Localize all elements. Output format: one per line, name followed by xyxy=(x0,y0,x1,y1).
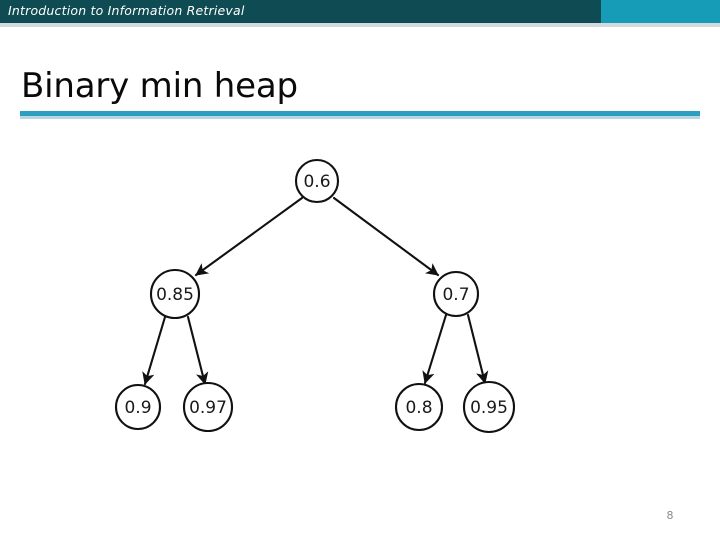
tree-node-label-l: 0.85 xyxy=(156,285,194,305)
tree-node-ll: 0.9 xyxy=(114,383,162,431)
tree-edge-root-to-l xyxy=(194,196,304,277)
tree-node-rr: 0.95 xyxy=(462,380,516,434)
course-title: Introduction to Information Retrieval xyxy=(8,3,245,18)
tree-edge-r-to-rl xyxy=(422,313,448,385)
header-banner-dark-segment xyxy=(0,0,601,23)
title-rule-shadow xyxy=(20,116,700,119)
tree-node-r: 0.7 xyxy=(432,270,480,318)
tree-node-circle-r xyxy=(432,270,480,318)
tree-edge-l-to-lr xyxy=(186,315,209,386)
tree-node-circle-root xyxy=(294,158,340,204)
tree-node-l: 0.85 xyxy=(149,268,201,320)
header-divider xyxy=(0,23,720,27)
tree-node-lr: 0.97 xyxy=(182,381,234,433)
tree-node-circle-rl xyxy=(394,382,444,432)
tree-edges xyxy=(142,196,489,386)
slide-title: Binary min heap xyxy=(21,66,298,106)
tree-edge-l-to-ll xyxy=(142,315,167,386)
tree-node-label-r: 0.7 xyxy=(442,285,469,305)
header-banner-light-segment xyxy=(601,0,720,23)
tree-node-circle-lr xyxy=(182,381,234,433)
tree-nodes: 0.6 0.85 0.7 0.9 0.97 0.8 0.95 xyxy=(114,158,516,434)
tree-node-circle-l xyxy=(149,268,201,320)
tree-node-circle-rr xyxy=(462,380,516,434)
tree-node-label-root: 0.6 xyxy=(303,172,330,192)
tree-edge-root-to-r xyxy=(332,196,440,277)
page-number: 8 xyxy=(666,509,674,522)
title-rule xyxy=(20,111,700,116)
tree-node-label-ll: 0.9 xyxy=(124,398,151,418)
tree-node-label-rr: 0.95 xyxy=(470,398,508,418)
tree-node-root: 0.6 xyxy=(294,158,340,204)
tree-edge-r-to-rr xyxy=(466,313,489,385)
tree-node-label-lr: 0.97 xyxy=(189,398,227,418)
header-banner: Introduction to Information Retrieval xyxy=(0,0,720,23)
binary-min-heap-diagram: 0.6 0.85 0.7 0.9 0.97 0.8 0.95 xyxy=(0,125,720,455)
tree-node-label-rl: 0.8 xyxy=(405,398,432,418)
tree-node-rl: 0.8 xyxy=(394,382,444,432)
tree-node-circle-ll xyxy=(114,383,162,431)
